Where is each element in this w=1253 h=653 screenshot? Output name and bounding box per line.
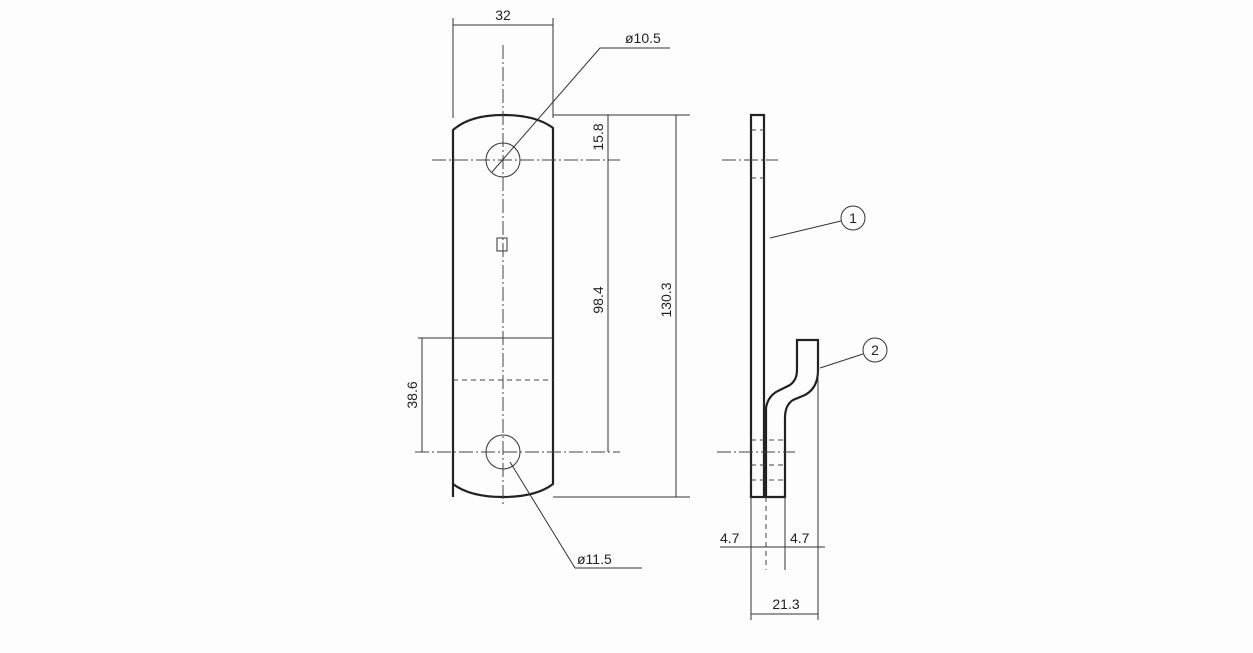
side-view: 1 2 bbox=[717, 113, 888, 499]
dim-overall-length: 130.3 bbox=[658, 282, 674, 317]
balloon-2-label: 2 bbox=[871, 342, 879, 358]
dim-hole-top: ø10.5 bbox=[625, 30, 661, 46]
dim-width: 32 bbox=[495, 7, 511, 23]
side-dimensions: 4.7 4.7 21.3 bbox=[720, 370, 825, 620]
part-2 bbox=[764, 338, 820, 499]
dim-overall-depth: 21.3 bbox=[772, 596, 799, 612]
plate-outline bbox=[451, 113, 555, 499]
dim-lower-section: 38.6 bbox=[404, 381, 420, 408]
dim-hole-bottom: ø11.5 bbox=[577, 551, 612, 567]
dim-hole-spacing: 98.4 bbox=[590, 286, 606, 313]
dim-top-to-hole: 15.8 bbox=[590, 123, 606, 150]
marker-square bbox=[496, 237, 508, 252]
part-1 bbox=[749, 113, 766, 499]
balloon-1-label: 1 bbox=[849, 210, 857, 226]
front-view bbox=[415, 45, 620, 505]
balloon-2 bbox=[862, 337, 888, 363]
dim-thickness-right: 4.7 bbox=[790, 530, 810, 546]
balloon-1 bbox=[840, 205, 866, 231]
front-dimensions: 32 ø10.5 ø11.5 15.8 98.4 130.3 38.6 bbox=[404, 7, 690, 569]
dim-thickness-left: 4.7 bbox=[720, 530, 740, 546]
